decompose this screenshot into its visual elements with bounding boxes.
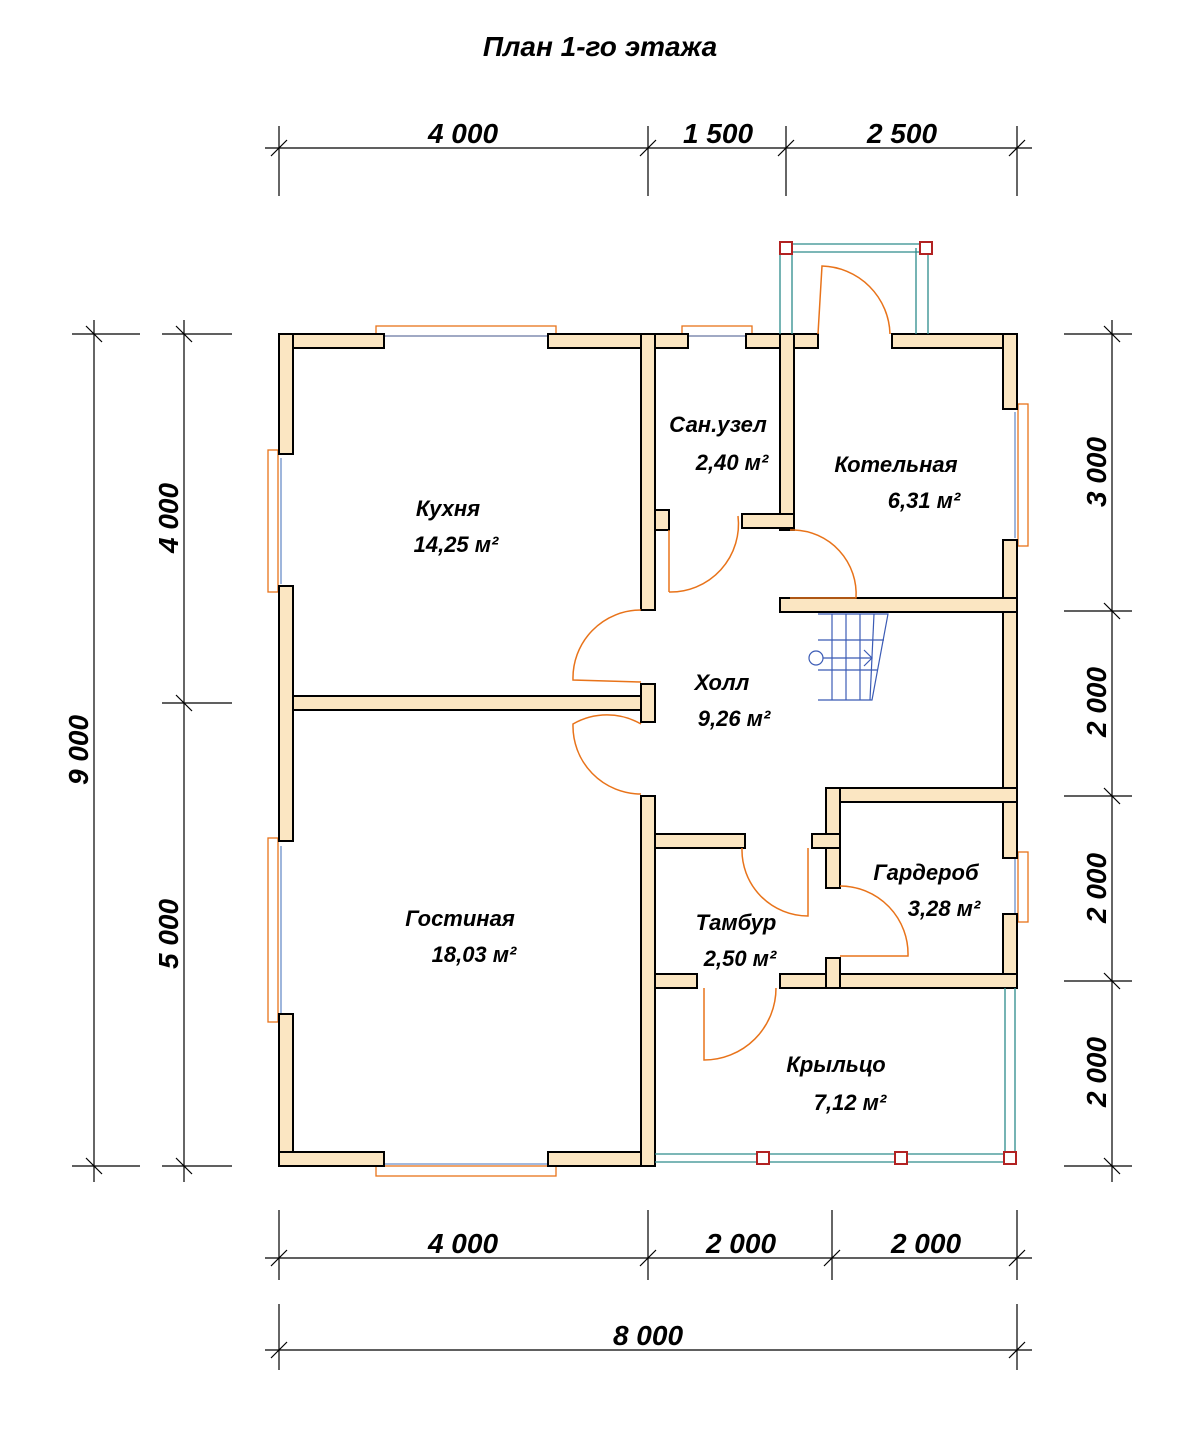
room-hall-area: 9,26 м²: [698, 706, 771, 731]
room-boiler-name: Котельная: [834, 452, 957, 477]
room-kitchen-area: 14,25 м²: [414, 532, 499, 557]
railings: [655, 243, 1016, 1163]
room-porch-area: 7,12 м²: [814, 1090, 887, 1115]
room-kitchen-name: Кухня: [416, 496, 480, 521]
room-wardrobe-name: Гардероб: [873, 860, 980, 885]
dim-left-2: 5 000: [153, 899, 184, 969]
dim-bottom: 4 000 2 000 2 000 8 000: [265, 1210, 1032, 1370]
dim-top-3: 2 500: [866, 118, 937, 149]
dim-top: 4 000 1 500 2 500: [265, 118, 1032, 196]
dim-total-width: 8 000: [613, 1320, 683, 1351]
room-vestibule-area: 2,50 м²: [703, 946, 777, 971]
dim-left-total: 9 000: [63, 715, 94, 785]
dim-left: 9 000 4 000 5 000: [63, 320, 232, 1182]
plan-title: План 1-го этажа: [483, 31, 717, 62]
dim-right-2: 2 000: [1081, 667, 1112, 738]
dim-right: 3 000 2 000 2 000 2 000: [1064, 320, 1132, 1182]
room-porch-name: Крыльцо: [786, 1052, 885, 1077]
dim-right-4: 2 000: [1081, 1037, 1112, 1108]
dim-right-3: 2 000: [1081, 853, 1112, 924]
dim-right-1: 3 000: [1081, 437, 1112, 507]
porch-posts: [756, 241, 1017, 1165]
room-living-area: 18,03 м²: [432, 942, 517, 967]
walls: [278, 333, 1018, 1167]
doors: [572, 265, 909, 1061]
dim-bottom-2: 2 000: [705, 1228, 776, 1259]
room-bathroom-name: Сан.узел: [669, 412, 767, 437]
room-wardrobe-area: 3,28 м²: [908, 896, 981, 921]
room-labels: Кухня 14,25 м² Сан.узел 2,40 м² Котельна…: [405, 412, 981, 1115]
dim-top-2: 1 500: [683, 118, 753, 149]
room-vestibule-name: Тамбур: [696, 910, 777, 935]
stair: [808, 613, 889, 701]
windows: [267, 325, 1029, 1177]
room-hall-name: Холл: [693, 670, 750, 695]
room-bathroom-area: 2,40 м²: [695, 450, 769, 475]
room-boiler-area: 6,31 м²: [888, 488, 961, 513]
dim-top-1: 4 000: [427, 118, 498, 149]
room-living-name: Гостиная: [405, 906, 515, 931]
dim-bottom-1: 4 000: [427, 1228, 498, 1259]
dim-left-1: 4 000: [153, 483, 184, 554]
dim-bottom-3: 2 000: [890, 1228, 961, 1259]
